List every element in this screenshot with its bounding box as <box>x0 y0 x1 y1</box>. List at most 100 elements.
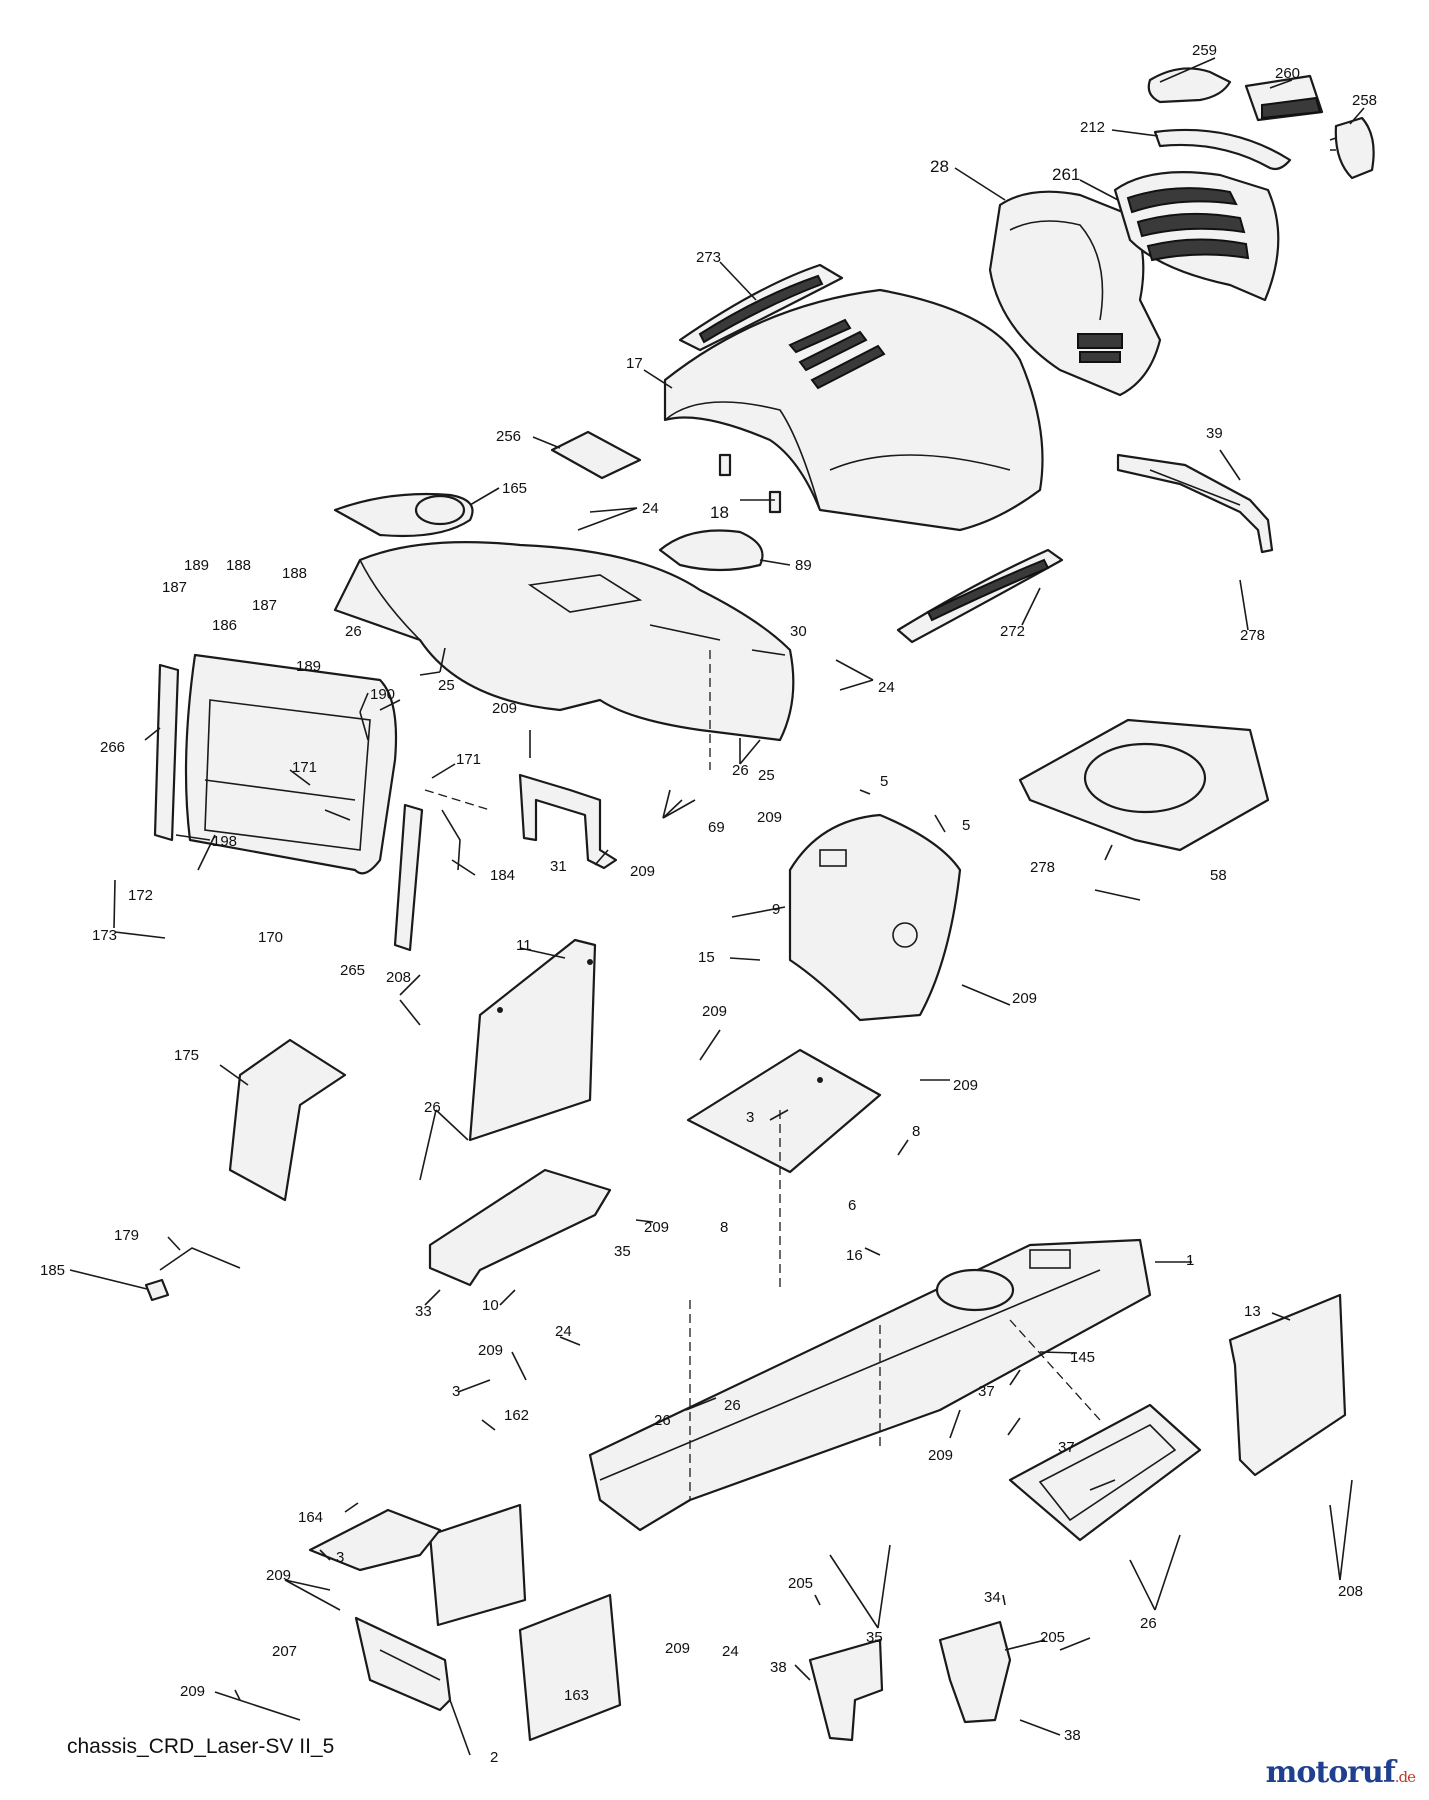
lever-179 <box>144 1247 241 1302</box>
dash-panel-170 <box>184 653 398 875</box>
callout-37b: 37 <box>1058 1439 1075 1456</box>
callout-209d: 209 <box>1012 990 1037 1007</box>
callout-35a: 35 <box>614 1243 631 1260</box>
callout-190: 190 <box>370 686 395 703</box>
callout-10: 10 <box>482 1297 499 1314</box>
callout-261: 261 <box>1052 165 1080 184</box>
bracket-164 <box>308 1508 442 1572</box>
callout-184: 184 <box>490 867 515 884</box>
seal-266 <box>153 663 180 842</box>
trim-strip-212 <box>1153 128 1292 171</box>
callout-212: 212 <box>1080 119 1105 136</box>
pedal-cover-89 <box>658 529 764 572</box>
callout-25b: 25 <box>758 767 775 784</box>
callout-165: 165 <box>502 480 527 497</box>
callout-188a: 188 <box>226 557 251 574</box>
callout-272: 272 <box>1000 623 1025 640</box>
callout-198: 198 <box>212 833 237 850</box>
logo-main-text: motoruf <box>1265 1755 1396 1790</box>
callout-209f: 209 <box>953 1077 978 1094</box>
plate-6 <box>686 1048 882 1174</box>
callout-38a: 38 <box>770 1659 787 1676</box>
footrest-33 <box>428 1168 612 1287</box>
callout-30: 30 <box>790 623 807 640</box>
callout-3c: 3 <box>336 1549 344 1566</box>
callout-24d: 24 <box>722 1643 739 1660</box>
callout-25a: 25 <box>438 677 455 694</box>
clip-18 <box>718 453 782 514</box>
callout-266: 266 <box>100 739 125 756</box>
callout-162: 162 <box>504 1407 529 1424</box>
callout-labels: 259 260 258 212 28 261 273 17 256 18 165… <box>40 42 1377 1766</box>
panel-162 <box>428 1503 527 1627</box>
callout-256: 256 <box>496 428 521 445</box>
callout-26e: 26 <box>654 1412 671 1429</box>
callout-207: 207 <box>272 1643 297 1660</box>
callout-170: 170 <box>258 929 283 946</box>
side-panel-11 <box>468 938 597 1142</box>
callout-164: 164 <box>298 1509 323 1526</box>
callout-26a: 26 <box>345 623 362 640</box>
callout-209e: 209 <box>702 1003 727 1020</box>
callout-209j: 209 <box>266 1567 291 1584</box>
callout-34: 34 <box>984 1589 1001 1606</box>
callout-209b: 209 <box>630 863 655 880</box>
callout-33: 33 <box>415 1303 432 1320</box>
logo-tld-text: .de <box>1394 1768 1416 1786</box>
callout-5b: 5 <box>962 817 970 834</box>
callout-171b: 171 <box>292 759 317 776</box>
callout-69: 69 <box>708 819 725 836</box>
callout-89: 89 <box>795 557 812 574</box>
bracket-38a <box>808 1638 884 1742</box>
callout-185: 185 <box>40 1262 65 1279</box>
callout-24b: 24 <box>878 679 895 696</box>
dash-165 <box>333 492 474 538</box>
callout-3a: 3 <box>746 1109 754 1126</box>
callout-187a: 187 <box>162 579 187 596</box>
grille-insert-260 <box>1244 74 1324 122</box>
callout-265: 265 <box>340 962 365 979</box>
callout-8a: 8 <box>912 1123 920 1140</box>
callout-209c: 209 <box>757 809 782 826</box>
callout-145: 145 <box>1070 1349 1095 1366</box>
bracket-39 <box>1116 453 1274 554</box>
callout-15: 15 <box>698 949 715 966</box>
shroud-58 <box>1018 718 1270 852</box>
callout-172: 172 <box>128 887 153 904</box>
callout-2: 2 <box>490 1749 498 1766</box>
callout-31: 31 <box>550 858 567 875</box>
callout-173: 173 <box>92 927 117 944</box>
callout-18: 18 <box>710 503 729 522</box>
callout-24c: 24 <box>555 1323 572 1340</box>
callout-209l: 209 <box>180 1683 205 1700</box>
cover-256 <box>550 430 642 480</box>
callout-3b: 3 <box>452 1383 460 1400</box>
leader-lines <box>69 57 1365 1756</box>
dash-support-9 <box>788 813 962 1022</box>
callout-209h: 209 <box>478 1342 503 1359</box>
footrest-34 <box>1008 1403 1202 1542</box>
grille-lens-259 <box>1147 67 1232 104</box>
hood-17 <box>663 288 1044 532</box>
callout-39: 39 <box>1206 425 1223 442</box>
callout-13: 13 <box>1244 1303 1261 1320</box>
callout-186: 186 <box>212 617 237 634</box>
headlight-258 <box>1329 116 1375 180</box>
callout-208a: 208 <box>386 969 411 986</box>
callout-278b: 278 <box>1030 859 1055 876</box>
grille-front-261 <box>1113 171 1280 302</box>
callout-58: 58 <box>1210 867 1227 884</box>
callout-209k: 209 <box>665 1640 690 1657</box>
callout-278a: 278 <box>1240 627 1265 644</box>
diagram-caption: chassis_CRD_Laser-SV II_5 <box>67 1735 335 1758</box>
bracket-2 <box>354 1616 452 1712</box>
callout-189a: 189 <box>184 557 209 574</box>
spring-184 <box>441 809 461 871</box>
bracket-31 <box>518 773 618 870</box>
callout-209a: 209 <box>492 700 517 717</box>
bracket-38b <box>938 1620 1012 1724</box>
callout-189b: 189 <box>296 658 321 675</box>
callout-38b: 38 <box>1064 1727 1081 1744</box>
callout-175: 175 <box>174 1047 199 1064</box>
